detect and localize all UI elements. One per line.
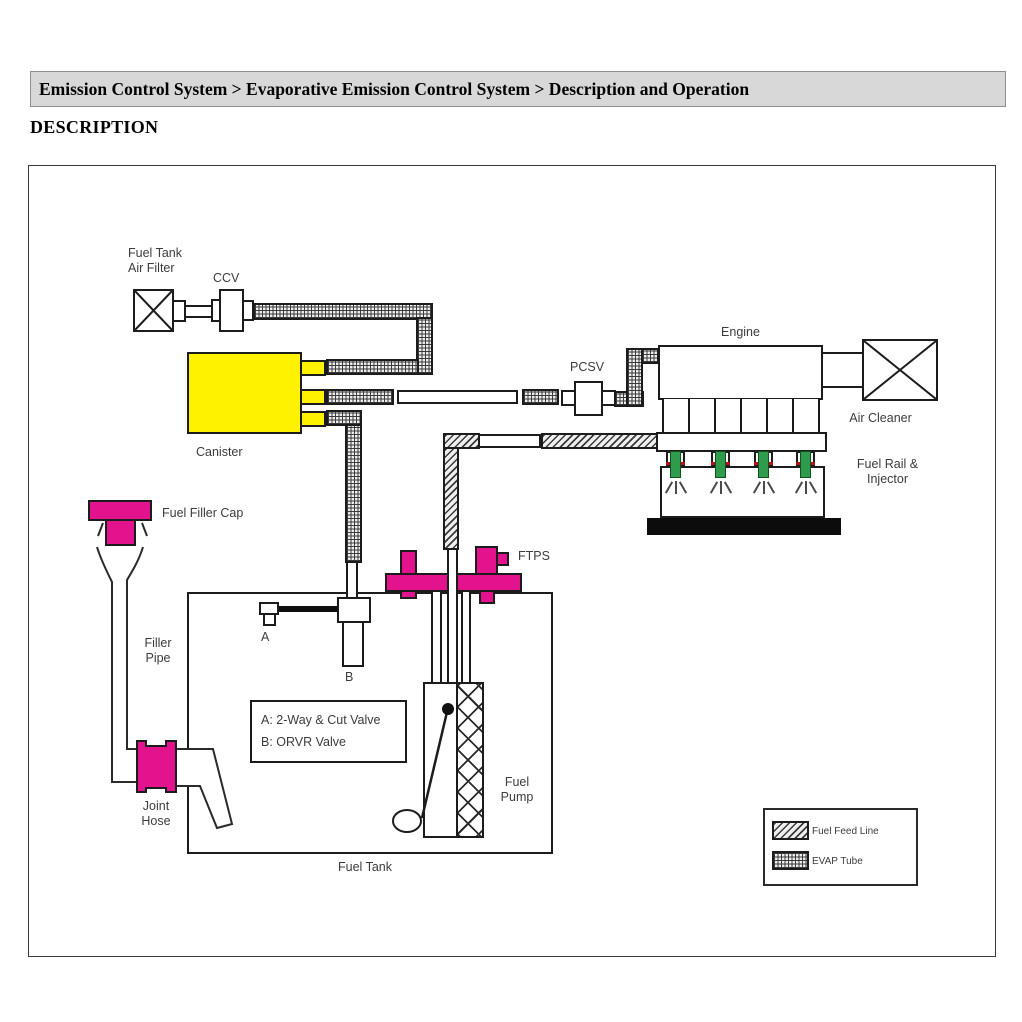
canister <box>187 352 302 434</box>
label-engine: Engine <box>721 325 760 339</box>
valve-ab-link <box>278 606 338 612</box>
legend-swatch-fuel-feed <box>772 821 809 840</box>
fuel-feed-elbow <box>443 433 480 449</box>
evap-tube-orvr-down <box>345 424 362 563</box>
label-pcsv: PCSV <box>570 360 605 374</box>
legend-label-evap: EVAP Tube <box>812 856 863 867</box>
canister-port-2 <box>300 389 326 405</box>
air-cleaner-x-icon <box>864 341 936 399</box>
ccv-valve <box>219 289 244 332</box>
label-valve-b: B <box>345 670 354 684</box>
injector-2 <box>715 451 726 478</box>
page-title: DESCRIPTION <box>30 117 159 137</box>
fuel-filler-cap <box>88 500 152 521</box>
air-cleaner-duct <box>821 352 864 388</box>
ftps-left-stub <box>400 590 417 599</box>
float-arm-icon <box>392 703 454 833</box>
fuel-tank-air-filter-box <box>133 289 174 332</box>
label-canister: Canister <box>196 445 243 459</box>
fuel-feed-riser <box>443 447 459 550</box>
label-valve-a: A <box>261 630 270 644</box>
evap-tube-riser <box>626 348 643 407</box>
breadcrumb[interactable]: Emission Control System > Evaporative Em… <box>39 78 750 99</box>
fuel-pump-filter <box>456 684 482 836</box>
canister-port-1 <box>300 360 326 376</box>
label-fuel-filler-cap: Fuel Filler Cap <box>162 506 244 520</box>
ftps-sensor <box>475 546 498 575</box>
evap-tube-ccv-run <box>253 303 433 320</box>
label-joint-hose: Joint Hose <box>141 799 171 828</box>
orvr-valve-b <box>337 597 371 623</box>
valve-note-box: A: 2-Way & Cut Valve B: ORVR Valve <box>250 700 407 763</box>
legend-swatch-evap <box>772 851 809 870</box>
evap-tube-purge-left <box>326 389 394 405</box>
filler-neck-ticks-icon <box>97 522 148 537</box>
injector-2-spray-icon <box>709 480 733 496</box>
engine-block <box>658 345 823 400</box>
orvr-valve-b-body <box>342 621 364 667</box>
label-ccv: CCV <box>213 271 240 285</box>
evap-tube-purge-right <box>522 389 559 405</box>
air-filter-ccv-pipe <box>184 305 214 318</box>
ftps-sensor-tab <box>496 552 509 566</box>
purge-line-segment <box>397 390 518 404</box>
injector-3-spray-icon <box>752 480 776 496</box>
pump-pipe-left <box>431 592 442 682</box>
injector-4-spray-icon <box>794 480 818 496</box>
label-air-cleaner: Air Cleaner <box>849 411 912 425</box>
valve-note-line-2: B: ORVR Valve <box>261 735 346 749</box>
ftps-left-port <box>400 550 417 575</box>
fuel-feed-pipe-in-tank <box>447 550 458 682</box>
legend-box <box>763 808 918 886</box>
air-cleaner-box <box>862 339 938 401</box>
two-way-cut-valve-a-tip <box>263 613 276 626</box>
evap-tube-engine-in <box>641 348 659 364</box>
label-fuel-tank-air-filter: Fuel Tank Air Filter <box>128 246 182 275</box>
evap-tube-down-elbow <box>416 317 433 375</box>
legend-label-fuel-feed: Fuel Feed Line <box>812 826 879 837</box>
canister-port-3 <box>300 411 326 427</box>
fuel-filler-cap-stem <box>105 519 136 546</box>
ftps-bottom-stub <box>479 590 495 604</box>
injector-4 <box>800 451 811 478</box>
label-fuel-pump: Fuel Pump <box>500 775 534 804</box>
engine-base <box>647 518 841 535</box>
pcsv-valve <box>574 381 603 416</box>
injector-1-spray-icon <box>664 480 688 496</box>
fuel-feed-segment <box>478 434 541 448</box>
valve-note-line-1: A: 2-Way & Cut Valve <box>261 713 381 727</box>
filler-pipe-path <box>96 546 144 783</box>
breadcrumb-bar[interactable]: Emission Control System > Evaporative Em… <box>30 71 1006 107</box>
label-fuel-tank: Fuel Tank <box>338 860 392 874</box>
injector-1 <box>670 451 681 478</box>
fuel-rail <box>656 432 827 452</box>
intake-runners <box>662 399 820 433</box>
fuel-feed-to-rail <box>541 433 658 449</box>
label-filler-pipe: Filler Pipe <box>144 636 172 665</box>
evap-tube-canister-return <box>326 359 419 375</box>
evap-tube-orvr-top <box>326 410 362 426</box>
label-fuel-rail-injector: Fuel Rail & Injector <box>856 457 919 486</box>
orvr-valve-pipe <box>346 563 358 599</box>
pcsv-flange-right <box>601 390 616 406</box>
pump-pipe-right <box>461 592 471 682</box>
label-ftps: FTPS <box>518 549 550 563</box>
air-filter-x-icon <box>135 291 172 330</box>
injector-3 <box>758 451 769 478</box>
joint-hose <box>145 745 167 789</box>
ccv-flange-right <box>242 300 254 321</box>
